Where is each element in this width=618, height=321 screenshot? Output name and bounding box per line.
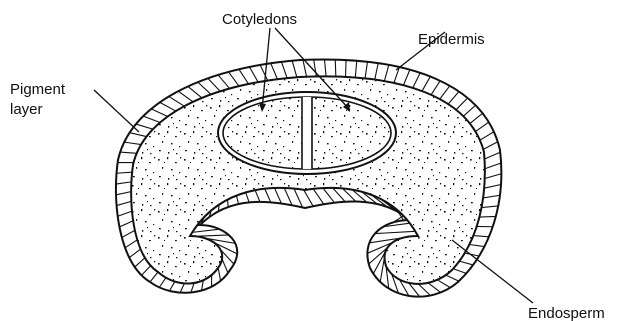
endosperm-label: Endosperm <box>528 305 605 321</box>
epidermis-cell-wall <box>479 216 495 217</box>
epidermis-label: Epidermis <box>418 31 485 48</box>
cotyledons-label: Cotyledons <box>222 11 297 28</box>
epidermis-cell-wall <box>335 60 336 77</box>
pigment-layer-label-line2: layer <box>10 101 43 118</box>
cotyledons <box>218 92 396 174</box>
pigment-leader <box>94 90 139 132</box>
pigment-layer-label-line1: Pigment <box>10 81 66 98</box>
epidermis-cell-wall <box>228 200 229 207</box>
